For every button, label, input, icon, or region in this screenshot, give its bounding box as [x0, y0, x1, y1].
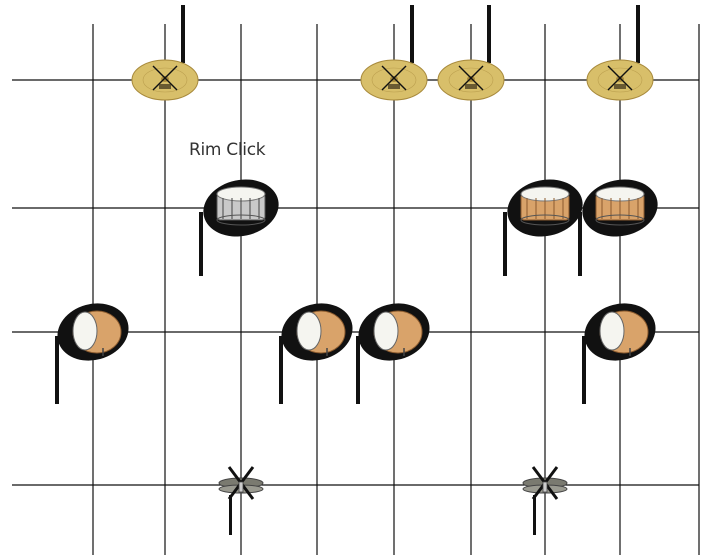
cymbal-note [437, 5, 505, 101]
bass-drum-note [582, 303, 656, 404]
bass-drum-note [279, 303, 353, 404]
hihat-pedal-note [218, 466, 264, 535]
grid-lines [12, 24, 700, 555]
rim-click-snare-note [199, 179, 279, 276]
cymbal-note [360, 5, 428, 101]
rim-click-label: Rim Click [189, 140, 266, 160]
hihat-pedal-note [522, 466, 568, 535]
cymbal-note [586, 5, 654, 101]
snare-note [503, 179, 583, 276]
bass-drum-note [356, 303, 430, 404]
notes-layer [55, 5, 658, 535]
bass-drum-note [55, 303, 129, 404]
snare-note [578, 179, 658, 276]
cymbal-note [131, 5, 199, 101]
